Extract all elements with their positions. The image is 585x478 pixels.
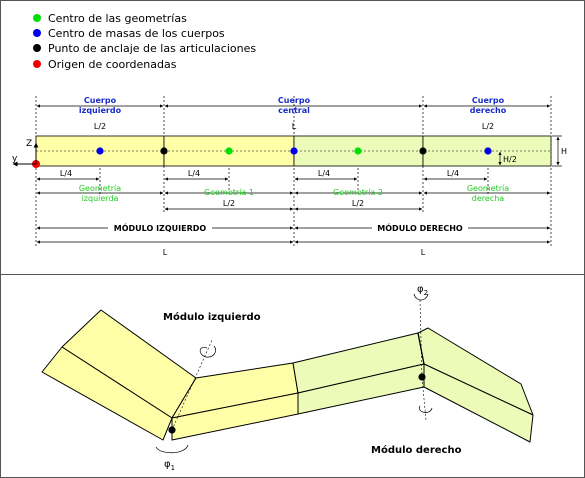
robot-3d xyxy=(41,309,534,443)
module-right-3d-label: Módulo derecho xyxy=(371,444,462,456)
dim-label-geometry-2: L/2 xyxy=(352,199,364,208)
origin-axes xyxy=(12,142,39,167)
phi2-label: φ2 xyxy=(417,284,428,297)
module-length-labels: L L xyxy=(163,248,426,257)
body-label-right-line1: Cuerpo xyxy=(472,96,505,105)
rotation-arrow-2-lower xyxy=(418,405,433,413)
legend-dot-mass-center xyxy=(33,29,41,37)
dim-label-center-body: L xyxy=(292,122,297,131)
dim-label-quarter-3: L/4 xyxy=(318,169,330,178)
joint-1-anchor xyxy=(168,426,176,434)
joint-2-anchor xyxy=(418,373,426,381)
geometry-half-labels: L/2 L/2 xyxy=(223,199,364,208)
module-labels: MÓDULO IZQUIERDO MÓDULO DERECHO xyxy=(114,222,463,233)
height-dims xyxy=(498,135,562,167)
geometry-label-right-line2: derecha xyxy=(472,194,505,203)
dim-label-quarter-1: L/4 xyxy=(60,169,72,178)
rotation-arrow-1-upper xyxy=(199,345,216,358)
phi1-angle-arc xyxy=(155,444,189,454)
body-limit-lines xyxy=(35,96,552,248)
geometry-label-1: Geometría 1 xyxy=(204,188,254,197)
anchor-point-left xyxy=(160,147,168,155)
module-left-3d-label: Módulo izquierdo xyxy=(163,311,261,323)
joint-axis-2-lower xyxy=(421,377,427,421)
quarter-dim-labels: L/4 L/4 L/4 L/4 xyxy=(60,169,459,178)
dim-label-module-right: L xyxy=(421,248,426,257)
legend-label-mass-center: Centro de masas de los cuerpos xyxy=(48,27,225,40)
joint-axis-2 xyxy=(419,299,423,379)
body-width-labels: L/2 L L/2 xyxy=(94,122,494,131)
geometry-label-2: Geometría 2 xyxy=(333,188,383,197)
mass-center-right xyxy=(484,147,492,155)
y-axis-label: y xyxy=(12,154,18,164)
body-label-left-line1: Cuerpo xyxy=(84,96,117,105)
module-label-left: MÓDULO IZQUIERDO xyxy=(114,222,207,233)
rotation-indicators xyxy=(155,293,433,454)
geometry-label-left-line1: Geometría xyxy=(79,184,121,193)
dim-label-half-height: H/2 xyxy=(503,155,517,164)
bar-points xyxy=(32,147,492,168)
dim-label-left-body: L/2 xyxy=(94,122,106,131)
geometry-labels: Geometría izquierda Geometría 1 Geometrí… xyxy=(79,184,509,203)
mass-center-center xyxy=(290,147,298,155)
body-label-right-line2: derecho xyxy=(470,106,507,115)
dim-label-right-body: L/2 xyxy=(482,122,494,131)
legend-dot-geometry-center xyxy=(33,14,41,22)
dim-label-quarter-2: L/4 xyxy=(188,169,200,178)
geometry-center-1 xyxy=(225,147,233,155)
joint-axes xyxy=(171,299,427,431)
anchor-point-right xyxy=(419,147,427,155)
legend-label-geometry-center: Centro de las geometrías xyxy=(48,12,187,25)
dim-label-height: H xyxy=(561,147,567,156)
module-dims xyxy=(36,226,551,244)
joint-axis-1 xyxy=(171,339,213,431)
body-label-left-line2: izquierdo xyxy=(79,106,122,115)
phi1-label: φ1 xyxy=(164,459,175,472)
legend: Centro de las geometrías Centro de masas… xyxy=(33,12,256,71)
module-label-right: MÓDULO DERECHO xyxy=(377,222,463,233)
mass-center-left xyxy=(96,147,104,155)
legend-dot-origin xyxy=(33,60,41,68)
geometry-center-2 xyxy=(354,147,362,155)
dim-label-module-left: L xyxy=(163,248,168,257)
legend-dot-anchor-point xyxy=(33,44,41,52)
dim-label-geometry-1: L/2 xyxy=(223,199,235,208)
phi2-angle-arc xyxy=(413,293,429,301)
z-axis-label: Z xyxy=(26,139,32,149)
body-labels: Cuerpo izquierdo Cuerpo central Cuerpo d… xyxy=(79,96,507,115)
dim-label-quarter-4: L/4 xyxy=(447,169,459,178)
geometry-label-right-line1: Geometría xyxy=(467,184,509,193)
geometry-label-left-line2: izquierda xyxy=(82,194,119,203)
legend-label-anchor-point: Punto de anclaje de las articulaciones xyxy=(48,42,256,55)
body-label-center-line2: central xyxy=(278,106,310,115)
legend-label-origin: Origen de coordenadas xyxy=(48,58,177,71)
